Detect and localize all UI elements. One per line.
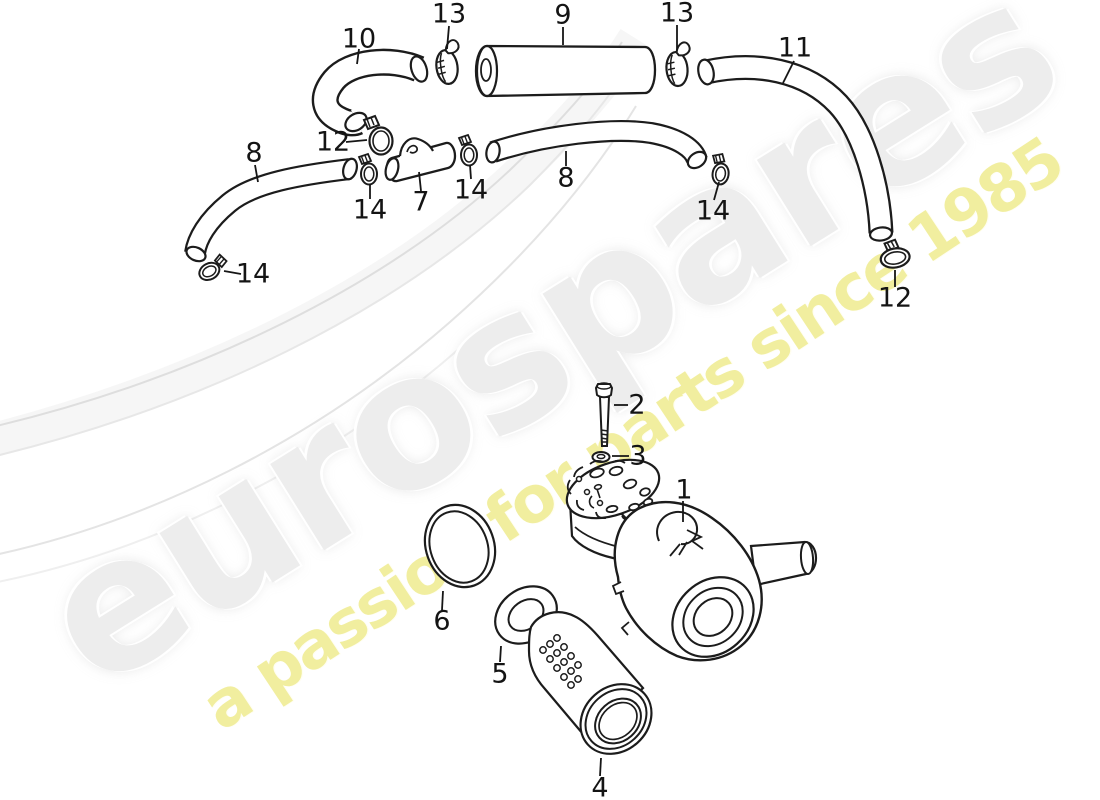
part-4-filter-element	[527, 611, 653, 755]
part-label-10[interactable]: 10	[341, 23, 377, 55]
part-label-2[interactable]: 2	[628, 389, 646, 421]
part-12-clamp-right	[879, 238, 911, 269]
part-label-14-a[interactable]: 14	[352, 194, 388, 226]
part-label-7[interactable]: 7	[412, 186, 430, 218]
part-6-gasket-ring	[423, 503, 497, 589]
part-14-clamp-a	[358, 153, 378, 186]
part-label-9[interactable]: 9	[554, 0, 572, 31]
swoosh-edge-lower	[0, 105, 637, 555]
part-label-14-b[interactable]: 14	[453, 174, 489, 206]
part-9-connecting-hose	[474, 44, 657, 98]
part-8-hose-right	[485, 120, 708, 170]
swoosh-edge-inner	[0, 54, 637, 456]
part-label-12-b[interactable]: 12	[877, 282, 913, 314]
part-11-breather-hose	[697, 55, 894, 242]
part-label-5[interactable]: 5	[491, 658, 509, 690]
part-14-clamp-c	[708, 151, 733, 187]
part-label-1[interactable]: 1	[675, 474, 693, 506]
part-label-13-a[interactable]: 13	[431, 0, 467, 30]
part-label-4[interactable]: 4	[591, 772, 609, 800]
callout-leader-lines	[223, 25, 896, 777]
swoosh-edge-upper	[0, 41, 623, 427]
part-10-breather-hose	[311, 48, 429, 137]
part-label-8-b[interactable]: 8	[557, 162, 575, 194]
part-label-12-a[interactable]: 12	[315, 126, 351, 158]
part-8-hose-left	[184, 157, 358, 263]
filter-vent-holes	[539, 634, 582, 689]
part-14-clamp-b	[458, 134, 478, 167]
part-13-clamp-right	[663, 40, 694, 88]
swoosh-edge-bottom	[0, 347, 461, 583]
part-7-t-pipe	[384, 137, 457, 183]
part-label-6[interactable]: 6	[433, 605, 451, 637]
part-label-13-b[interactable]: 13	[659, 0, 695, 29]
part-label-14-c[interactable]: 14	[695, 195, 731, 227]
part-label-8-a[interactable]: 8	[245, 137, 263, 169]
part-label-11[interactable]: 11	[777, 32, 813, 64]
part-label-3[interactable]: 3	[629, 440, 647, 472]
part-1-air-cleaner	[565, 458, 818, 662]
part-label-14-d[interactable]: 14	[235, 258, 271, 290]
part-12-clamp-left	[362, 114, 394, 156]
part-2-bolt	[594, 382, 614, 447]
part-13-clamp-left	[431, 38, 465, 87]
